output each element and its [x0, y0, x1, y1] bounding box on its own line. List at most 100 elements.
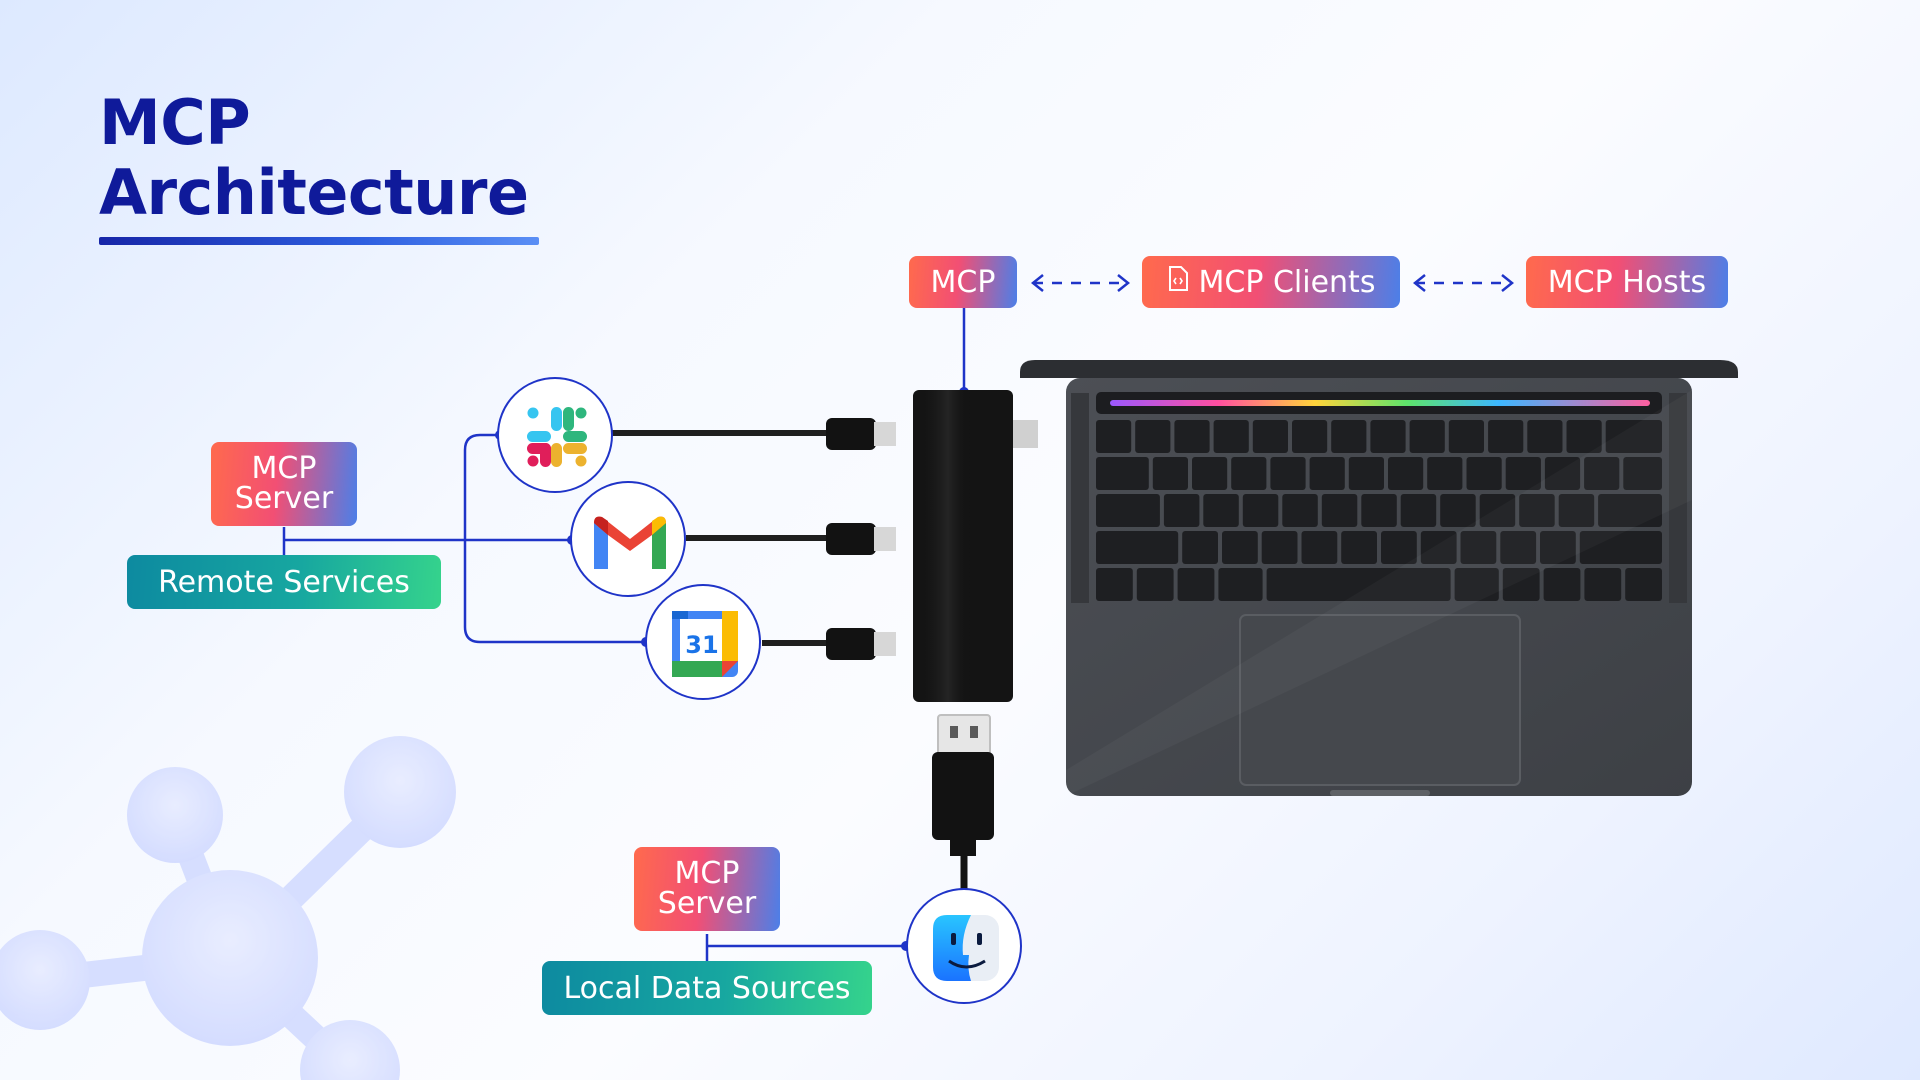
keyboard-key: [1096, 420, 1132, 453]
molecule-icon: [0, 736, 456, 1080]
keyboard-key: [1136, 568, 1174, 601]
keyboard-key: [1625, 568, 1662, 601]
keyboard-key: [1505, 457, 1541, 490]
usb-c-plugs: [826, 418, 896, 660]
keyboard-key: [1177, 568, 1215, 601]
keyboard-key: [1540, 531, 1576, 564]
keyboard-key: [1192, 457, 1228, 490]
keyboard-key: [1218, 568, 1263, 601]
keyboard-key: [1203, 494, 1239, 527]
keyboard-key: [1096, 568, 1133, 601]
keyboard-key: [1605, 420, 1662, 453]
keyboard-key: [1566, 420, 1602, 453]
keyboard-key: [1466, 457, 1502, 490]
mcp-clients-label: MCP Clients: [1198, 264, 1376, 300]
keyboard-key: [1388, 457, 1424, 490]
keyboard-key: [1598, 494, 1662, 527]
keyboard-key: [1096, 531, 1179, 564]
keyboard-key: [1163, 494, 1200, 527]
mcp-hosts-label: MCP Hosts: [1547, 264, 1707, 300]
keyboard-key: [1527, 420, 1563, 453]
keyboard-key: [1558, 494, 1595, 527]
local-server-line1: MCP: [674, 856, 740, 891]
keyboard-key: [1502, 568, 1540, 601]
remote-services-label: Remote Services: [158, 564, 410, 600]
keyboard-key: [1479, 494, 1516, 527]
keyboard-key: [1409, 420, 1445, 453]
local-data-connector: [705, 934, 906, 963]
keyboard-key: [1152, 457, 1188, 490]
local-data-sources-label: Local Data Sources: [563, 970, 851, 1006]
remote-services-connector: [282, 433, 646, 644]
keyboard-key: [1266, 568, 1451, 601]
keyboard-key: [1440, 494, 1476, 527]
keyboard-key: [1261, 531, 1298, 564]
keyboard-key: [1222, 531, 1258, 564]
keyboard-key: [1427, 457, 1463, 490]
keyboard-key: [1242, 494, 1279, 527]
keyboard-key: [1292, 420, 1328, 453]
google-calendar-icon: 31: [645, 584, 761, 700]
keyboard-key: [1282, 494, 1318, 527]
page-title: MCP Architecture: [99, 88, 529, 228]
keyboard-key: [1543, 568, 1581, 601]
keyboard-key: [1174, 420, 1210, 453]
title-underline: [99, 237, 539, 245]
keyboard-key: [1584, 457, 1620, 490]
mcp-badge-label: MCP: [930, 264, 996, 300]
keyboard-key: [1623, 457, 1662, 490]
keyboard-key: [1213, 420, 1249, 453]
keyboard-key: [1544, 457, 1581, 490]
keyboard-key: [1460, 531, 1497, 564]
local-mcp-server-badge: MCP Server: [634, 847, 780, 931]
keyboard-key: [1584, 568, 1622, 601]
title-line-1: MCP: [99, 86, 251, 159]
mcp-hosts-badge: MCP Hosts: [1526, 256, 1728, 308]
keyboard-key: [1519, 494, 1555, 527]
service-cables: [612, 430, 830, 646]
local-server-line2: Server: [657, 886, 757, 921]
keyboard-key: [1454, 568, 1499, 601]
keyboard-key: [1400, 494, 1437, 527]
keyboard-key: [1370, 420, 1406, 453]
keyboard-key: [1579, 531, 1662, 564]
keyboard-key: [1381, 531, 1417, 564]
keyboard-key: [1331, 420, 1367, 453]
keyboard-key: [1096, 494, 1160, 527]
calendar-day: 31: [685, 631, 718, 659]
document-code-icon: [1167, 266, 1189, 298]
keyboard-key: [1420, 531, 1457, 564]
mcp-badge: MCP: [909, 256, 1017, 308]
remote-services-badge: Remote Services: [127, 555, 441, 609]
keyboard-key: [1252, 420, 1288, 453]
keyboard-key: [1448, 420, 1484, 453]
slack-icon: [497, 377, 613, 493]
keyboard-key: [1231, 457, 1267, 490]
keyboard-key: [1321, 494, 1358, 527]
keyboard-key: [1488, 420, 1524, 453]
remote-server-line2: Server: [234, 481, 334, 516]
keyboard-key: [1270, 457, 1306, 490]
gmail-icon: [570, 481, 686, 597]
finder-icon: [906, 888, 1022, 1004]
keyboard-key: [1500, 531, 1537, 564]
laptop-icon: [1020, 360, 1738, 796]
remote-server-line1: MCP: [251, 451, 317, 486]
keyboard-key: [1309, 457, 1345, 490]
usb-hub-icon: [913, 390, 1038, 892]
clients-to-hosts-arrow: [1412, 274, 1515, 292]
local-data-sources-badge: Local Data Sources: [542, 961, 872, 1015]
remote-mcp-server-badge: MCP Server: [211, 442, 357, 526]
keyboard-key: [1096, 457, 1149, 490]
mcp-clients-badge: MCP Clients: [1142, 256, 1400, 308]
title-line-2: Architecture: [99, 156, 529, 229]
mcp-to-clients-arrow: [1030, 274, 1131, 292]
keyboard-key: [1135, 420, 1171, 453]
keyboard-key: [1182, 531, 1218, 564]
keyboard-key: [1341, 531, 1377, 564]
keyboard-key: [1301, 531, 1338, 564]
keyboard-key: [1348, 457, 1384, 490]
keyboard-key: [1361, 494, 1397, 527]
